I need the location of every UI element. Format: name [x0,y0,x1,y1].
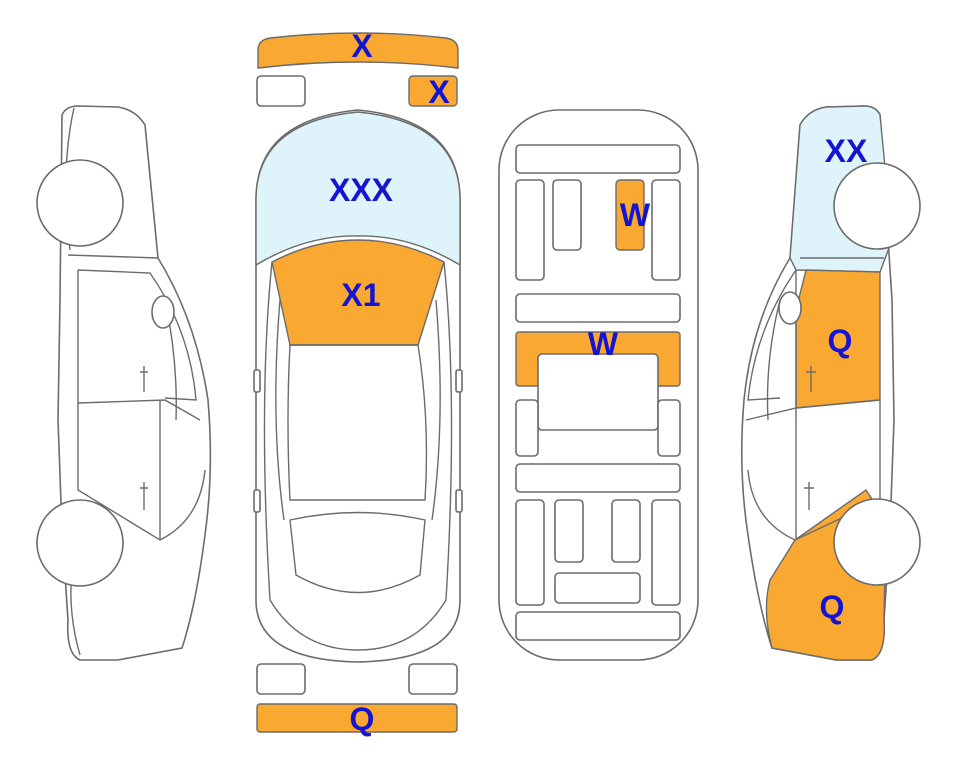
front-left-light [256,75,306,107]
windshield-code: XXX [329,172,394,208]
front-right-light-code: X [428,74,450,110]
rear-bumper-area [256,703,458,733]
left-front-wheel [36,159,124,247]
underbody-front-area [615,179,645,251]
right-mirror [778,291,802,325]
rear-left-light [256,663,306,695]
right-front-fender-code: Q [828,323,853,359]
hood-area [271,239,445,346]
front-bumper-code: X [351,28,373,64]
damage-labels: X X XXX X1 W W XX Q Q Q [329,28,868,737]
top-view [253,32,463,733]
front-bumper-area [257,32,459,69]
right-side-view [740,105,921,661]
rear-bumper-code: Q [350,701,375,737]
left-rear-wheel [36,499,124,587]
right-rear-wheel [833,498,921,586]
front-right-light-area [408,75,458,107]
right-rear-quarter-code: Q [820,589,845,625]
left-mirror [151,295,175,329]
windshield-area [255,111,461,267]
underbody-view [498,109,699,661]
underbody-middle-code: W [588,326,619,362]
right-front-wheel [833,162,921,250]
right-front-glass-code: XX [825,133,868,169]
left-side-view [36,105,212,661]
underbody-front-code: W [620,197,651,233]
hood-code: X1 [341,277,380,313]
rear-right-light [408,663,458,695]
